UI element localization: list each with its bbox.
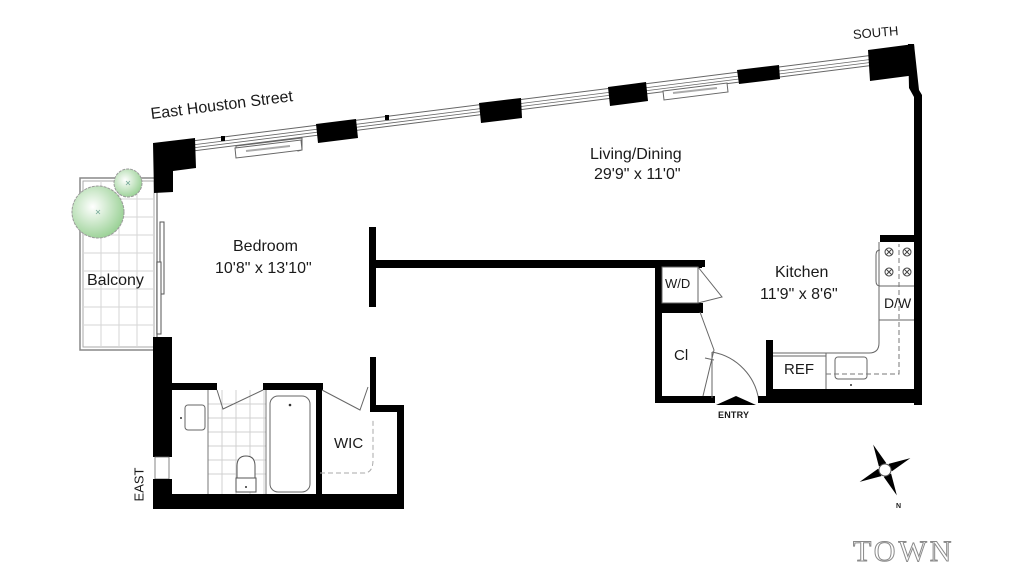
interior-wall [370, 357, 376, 412]
brand-logo: TOWN [852, 535, 955, 568]
kitchen-counter [773, 242, 914, 389]
bathtub-icon [269, 395, 311, 493]
corner-column [153, 138, 196, 193]
interior-wall [655, 396, 715, 403]
fixture-refrigerator: REF [784, 361, 814, 378]
east-label: EAST [131, 467, 147, 502]
compass-north-label: N [896, 503, 902, 510]
compass-icon [859, 444, 911, 496]
interior-wall [372, 260, 702, 268]
bathroom [172, 389, 316, 494]
exterior-wall [908, 44, 922, 405]
entry-arrow-icon [716, 396, 756, 405]
exterior-wall [397, 405, 404, 509]
balcony-sliding-door [156, 221, 165, 335]
exterior-wall [153, 337, 172, 457]
room-dim-bedroom: 10'8" x 13'10" [215, 260, 312, 277]
tree-icon [71, 185, 125, 239]
interior-wall [370, 405, 404, 412]
closet-door-swing [699, 311, 715, 397]
interior-wall [880, 235, 920, 242]
room-dim-living: 29'9" x 11'0" [594, 166, 681, 183]
room-dim-kitchen: 11'9" x 8'6" [760, 286, 838, 303]
interior-wall [655, 260, 705, 267]
sink-icon [184, 404, 206, 431]
interior-wall [263, 383, 323, 390]
room-name-balcony: Balcony [87, 272, 144, 289]
entry-door-swing [711, 351, 760, 403]
corner-column [868, 44, 916, 81]
toilet-icon [236, 455, 256, 479]
interior-wall [172, 383, 217, 390]
room-name-bedroom: Bedroom [233, 238, 298, 255]
fixture-washer-dryer: W/D [665, 276, 691, 291]
tree-icon [113, 168, 143, 198]
interior-wall [655, 260, 662, 403]
interior-wall [316, 383, 322, 498]
interior-wall [659, 303, 703, 313]
fixture-dishwasher: D/W [884, 295, 912, 311]
washer-dryer [661, 266, 699, 304]
stove-burner-icon [884, 247, 912, 277]
entry-label: ENTRY [718, 410, 750, 420]
walk-in-closet [320, 386, 374, 474]
room-name-kitchen: Kitchen [775, 264, 829, 281]
exterior-wall [153, 494, 403, 509]
cabinet-dashed-line [826, 244, 900, 375]
wd-door-swing [697, 266, 723, 304]
fixture-walk-in-closet: WIC [334, 435, 364, 452]
fixture-closet: Cl [674, 347, 689, 364]
window [154, 456, 170, 480]
interior-wall [766, 340, 773, 403]
exterior-wall [770, 389, 922, 403]
room-name-living: Living/Dining [590, 146, 682, 163]
